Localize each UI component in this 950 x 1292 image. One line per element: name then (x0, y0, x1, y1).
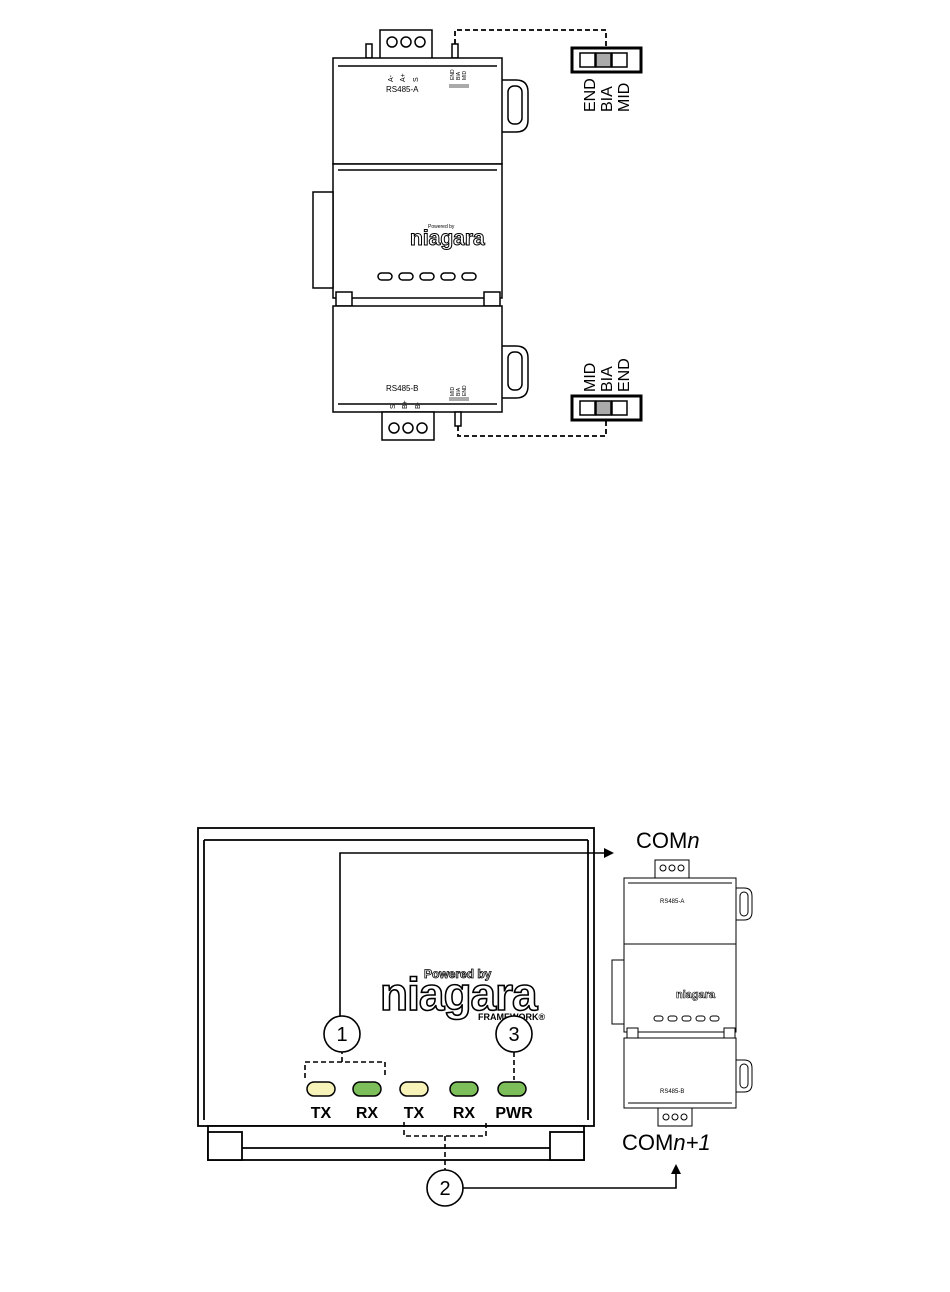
terminal-label: S (413, 77, 420, 82)
jumper-pin (580, 53, 595, 67)
callout-number: 2 (439, 1178, 450, 1200)
jumper-pin-selected (596, 401, 611, 415)
jumper-label: MID (582, 363, 599, 392)
led-rx-2 (450, 1082, 478, 1096)
jumper-label: BIA (599, 366, 616, 392)
callout-number: 3 (508, 1024, 519, 1046)
jumper-label: MID (616, 83, 633, 112)
port-label-a: RS485-A (386, 85, 419, 94)
led-label: RX (356, 1105, 379, 1122)
terminal-label: B- (415, 401, 422, 409)
led-tx-2 (400, 1082, 428, 1096)
led-label: RX (453, 1105, 476, 1122)
leader-line-comn1 (463, 1172, 676, 1188)
jumper-pin (612, 401, 627, 415)
svg-text:niagara: niagara (676, 989, 716, 1001)
connector-line (455, 30, 606, 48)
terminal-label: S (390, 404, 397, 409)
led-label: PWR (495, 1105, 533, 1122)
com-label-lower: COMn+1 (622, 1130, 711, 1155)
bottom-section (333, 306, 502, 412)
terminal-label: B+ (402, 400, 409, 409)
led-label: TX (311, 1105, 332, 1122)
led-pwr (498, 1082, 526, 1096)
switch-label: MID (462, 70, 468, 80)
niagara-logo-large: Powered by niagara FRAMEWORK® (380, 967, 545, 1022)
jumper-pin-selected (596, 53, 611, 67)
jumper-label: END (582, 78, 599, 112)
com-label-upper: COMn (636, 828, 700, 853)
led-label: TX (404, 1105, 425, 1122)
callout-number: 1 (336, 1024, 347, 1046)
connector-line (458, 420, 606, 436)
top-section (333, 58, 502, 164)
port-label-b: RS485-B (386, 384, 418, 393)
jumper-pin (580, 401, 595, 415)
terminal-label: A- (388, 74, 395, 82)
niagara-logo: niagara (410, 227, 485, 250)
terminal-label: A+ (400, 73, 407, 82)
switch-label: END (462, 385, 468, 396)
led-tx-1 (307, 1082, 335, 1096)
svg-text:RS485-B: RS485-B (660, 1089, 684, 1095)
led-rx-1 (353, 1082, 381, 1096)
jumper-label: END (616, 358, 633, 392)
svg-text:RS485-A: RS485-A (660, 899, 684, 905)
jumper-pin (612, 53, 627, 67)
jumper-label: BIA (599, 86, 616, 112)
